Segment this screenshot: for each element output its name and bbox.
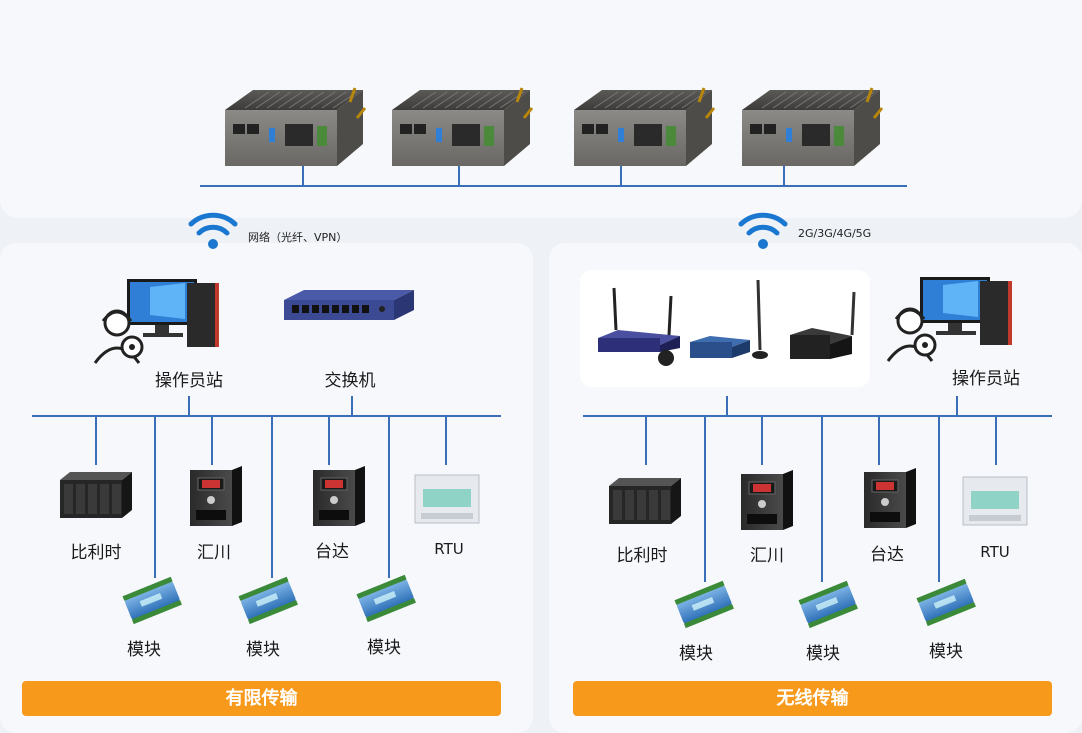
wired-device-label: 台达 [315, 542, 349, 562]
wireless-device-label: RTU [980, 543, 1010, 561]
plc-icon [609, 478, 681, 524]
plc-icon [60, 472, 132, 518]
io-module-icon [674, 580, 734, 629]
wireless-router-icon [790, 291, 856, 359]
wired-network-label: 网络（光纤、VPN） [248, 231, 348, 244]
wireless-router-icon [598, 287, 680, 366]
wifi-icon [738, 212, 788, 249]
top-bus [200, 165, 907, 187]
wireless-device-label: 汇川 [750, 546, 784, 566]
wireless-device-label: 台达 [870, 545, 904, 565]
wifi-icon [188, 212, 238, 249]
wired-module-label: 模块 [246, 640, 280, 660]
io-module-icon [798, 580, 858, 629]
wireless-operator-label: 操作员站 [952, 369, 1020, 389]
io-module-icon [356, 574, 416, 623]
edge-gateway-icon [574, 87, 716, 166]
wired-device-label: RTU [434, 540, 464, 558]
wired-transmission-banner: 有限传输 [22, 681, 501, 716]
wireless-module-label: 模块 [806, 644, 840, 664]
inverter-icon [864, 468, 916, 528]
operator-station-icon [93, 279, 219, 364]
rtu-icon [962, 476, 1028, 526]
wireless-router-icon [690, 279, 768, 359]
wired-module-label: 模块 [367, 638, 401, 658]
wireless-transmission-banner: 无线传输 [573, 681, 1052, 716]
inverter-icon [190, 466, 242, 526]
edge-gateway-icon [392, 87, 534, 166]
wired-bus [32, 396, 501, 578]
top-panel [0, 0, 1082, 218]
network-switch-icon [284, 290, 414, 320]
wireless-module-label: 模块 [929, 642, 963, 662]
edge-gateway-icon [742, 87, 884, 166]
wireless-module-label: 模块 [679, 644, 713, 664]
wired-device-label: 汇川 [197, 543, 231, 563]
wireless-router-photo [580, 270, 870, 387]
wired-operator-label: 操作员站 [155, 371, 223, 391]
switch-label: 交换机 [324, 371, 376, 391]
wired-module-label: 模块 [127, 640, 161, 660]
edge-gateway-icon [225, 87, 367, 166]
wireless-bus [583, 396, 1052, 582]
wired-device-label: 比利时 [70, 543, 122, 563]
inverter-icon [741, 470, 793, 530]
io-module-icon [238, 576, 298, 625]
io-module-icon [916, 578, 976, 627]
io-module-icon [122, 576, 182, 625]
operator-station-icon [886, 277, 1012, 362]
wireless-device-label: 比利时 [616, 546, 668, 566]
rtu-icon [414, 474, 480, 524]
inverter-icon [313, 466, 365, 526]
wireless-network-label: 2G/3G/4G/5G [798, 227, 872, 240]
